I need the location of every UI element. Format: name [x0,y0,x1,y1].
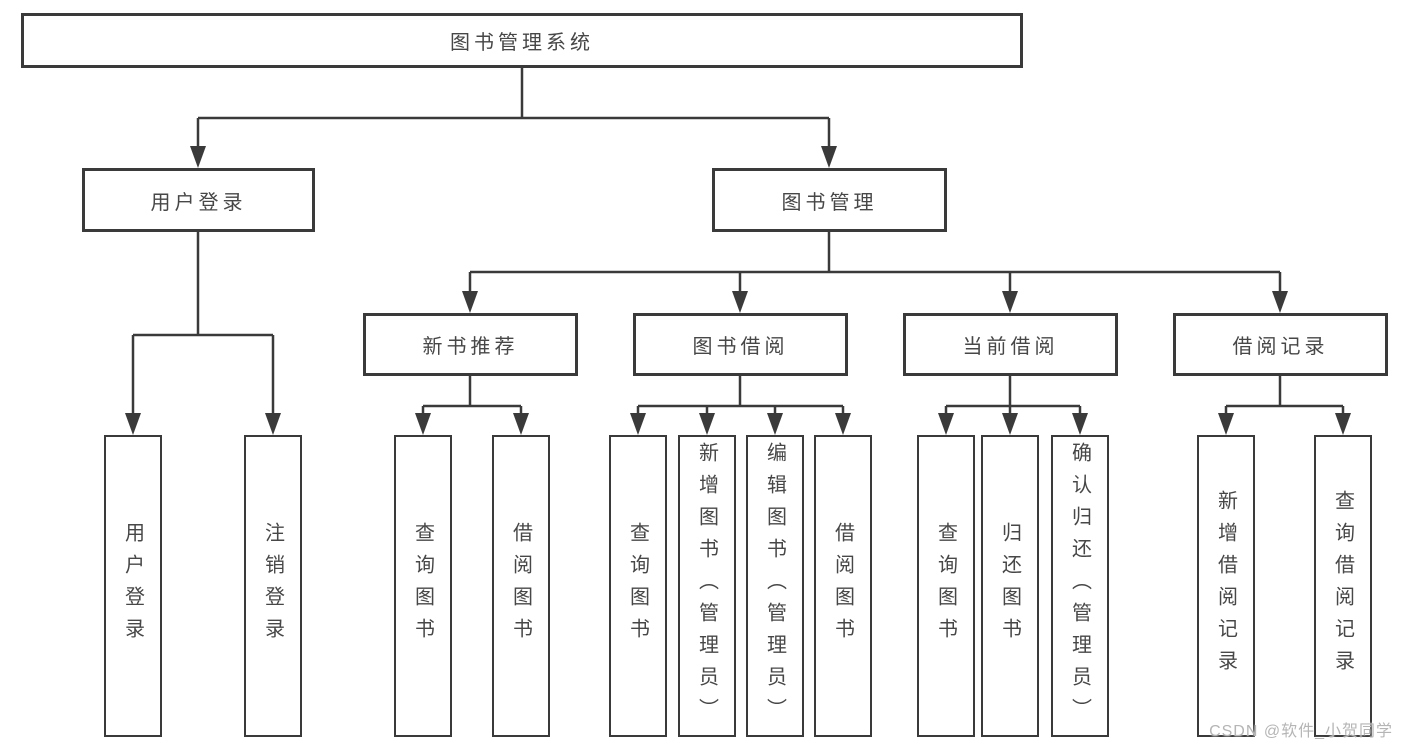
node-current-borrowing: 当前借阅 [903,313,1118,376]
leaf-query-books-borrow: 查询图书 [609,435,667,737]
leaf-edit-book-admin: 编辑图书（管理员） [746,435,804,737]
leaf-query-books-current: 查询图书 [917,435,975,737]
node-library-management-system: 图书管理系统 [21,13,1023,68]
leaf-query-borrow-record: 查询借阅记录 [1314,435,1372,737]
leaf-add-borrow-record: 新增借阅记录 [1197,435,1255,737]
leaf-borrow-books-recommend: 借阅图书 [492,435,550,737]
leaf-logout-login: 注销登录 [244,435,302,737]
leaf-query-books-recommend: 查询图书 [394,435,452,737]
node-user-login: 用户登录 [82,168,315,232]
node-borrowing-records: 借阅记录 [1173,313,1388,376]
tree-edges [131,68,1345,417]
node-book-borrowing: 图书借阅 [633,313,848,376]
leaf-user-login: 用户登录 [104,435,162,737]
arrow-heads [125,146,1351,435]
leaf-borrow-books: 借阅图书 [814,435,872,737]
node-book-management: 图书管理 [712,168,947,232]
leaf-return-books: 归还图书 [981,435,1039,737]
csdn-watermark: CSDN @软件_小贺同学 [1209,723,1393,740]
node-new-book-recommendation: 新书推荐 [363,313,578,376]
leaf-add-book-admin: 新增图书（管理员） [678,435,736,737]
leaf-confirm-return-admin: 确认归还（管理员） [1051,435,1109,737]
